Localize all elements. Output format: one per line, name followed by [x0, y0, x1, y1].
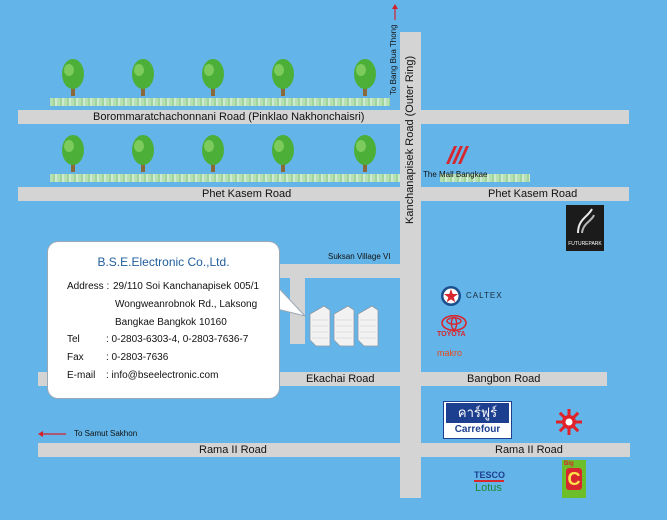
carrefour-label: Carrefour: [454, 424, 501, 435]
road-label-rama-ii-right: Rama II Road: [495, 444, 563, 456]
road-rama-ii: [38, 443, 630, 457]
future-park-swirl-icon: [577, 208, 595, 234]
company-name: B.S.E.Electronic Co.,Ltd.: [97, 255, 230, 269]
tree-icon: [272, 135, 294, 172]
tree-icon: [202, 135, 224, 172]
tree-icon: [354, 135, 376, 172]
tree-icon: [62, 135, 84, 172]
road-label-kanchanapisek: Kanchanapisek Road (Outer Ring): [404, 55, 416, 224]
direction-label-north: To Bang Bua Thong: [389, 24, 398, 95]
grass-strip-top: [50, 98, 390, 106]
email-label: E-mail: [67, 370, 96, 381]
fax-label: Fax: [67, 352, 84, 363]
road-label-bangbon: Bangbon Road: [467, 373, 541, 385]
road-label-suksan: Suksan Village VI: [328, 252, 391, 261]
carrefour-logo: คาร์ฟูร์ Carrefour: [443, 401, 512, 439]
road-label-phet-kasem-left: Phet Kasem Road: [202, 188, 292, 200]
tree-icon: [62, 59, 84, 96]
makro-label: makro: [437, 348, 463, 358]
road-borommaratchachonnani: [18, 110, 629, 124]
tesco-label: TESCO: [474, 470, 506, 480]
address-line-2: Wongweanrobnok Rd., Laksong: [115, 299, 258, 310]
grass-strip-bottom: [50, 174, 410, 182]
caltex-label: CALTEX: [466, 291, 503, 300]
road-label-phet-kasem-right: Phet Kasem Road: [488, 188, 578, 200]
tel-value: : 0-2803-6303-4, 0-2803-7636-7: [106, 334, 249, 345]
road-suksan: [270, 264, 400, 278]
west-arrow-icon: [38, 431, 66, 437]
the-mall-logo-icon: [446, 146, 469, 164]
road-label-borommaratchachonnani: Borommaratchachonnani Road (Pinklao Nakh…: [93, 111, 365, 123]
company-info-card: B.S.E.Electronic Co.,Ltd. Address : 29/1…: [48, 242, 279, 398]
toyota-logo-icon: [441, 315, 467, 331]
office-buildings-icon: [309, 305, 379, 347]
fax-value: : 0-2803-7636: [106, 352, 169, 363]
road-phet-kasem: [18, 187, 629, 201]
the-mall-label: The Mall Bangkae: [423, 170, 488, 179]
road-label-ekachai: Ekachai Road: [306, 373, 375, 385]
future-park-label: FUTUREPARK: [568, 241, 602, 247]
road-bangbon: [421, 372, 607, 386]
tree-icon: [132, 59, 154, 96]
big-c-logo: Big C: [562, 460, 586, 498]
carrefour-thai-label: คาร์ฟูร์: [446, 403, 509, 423]
big-c-letter-icon: C: [566, 468, 582, 490]
address-label: Address :: [67, 281, 110, 292]
toyota-label: TOYOTA: [437, 331, 466, 338]
future-park-logo: FUTUREPARK: [566, 205, 604, 251]
road-label-rama-ii-left: Rama II Road: [199, 444, 267, 456]
email-link[interactable]: : info@bseelectronic.com: [106, 370, 219, 381]
caltex-logo-icon: [441, 286, 461, 306]
address-line-3: Bangkae Bangkok 10160: [115, 317, 227, 328]
tel-label: Tel: [67, 334, 80, 345]
tree-icon: [354, 59, 376, 96]
direction-label-west: To Samut Sakhon: [74, 429, 138, 438]
road-kanchanapisek: [400, 32, 421, 498]
sunburst-logo-icon: [556, 409, 582, 435]
tree-icon: [272, 59, 294, 96]
grass-strip-right: [440, 174, 530, 182]
address-line-1: 29/110 Soi Kanchanapisek 005/1: [113, 281, 260, 292]
north-arrow-icon: [392, 4, 398, 20]
tree-icon: [132, 135, 154, 172]
tree-icon: [202, 59, 224, 96]
big-c-label: Big: [564, 461, 574, 467]
tesco-stripe: [474, 480, 504, 482]
lotus-label: Lotus: [475, 482, 502, 494]
